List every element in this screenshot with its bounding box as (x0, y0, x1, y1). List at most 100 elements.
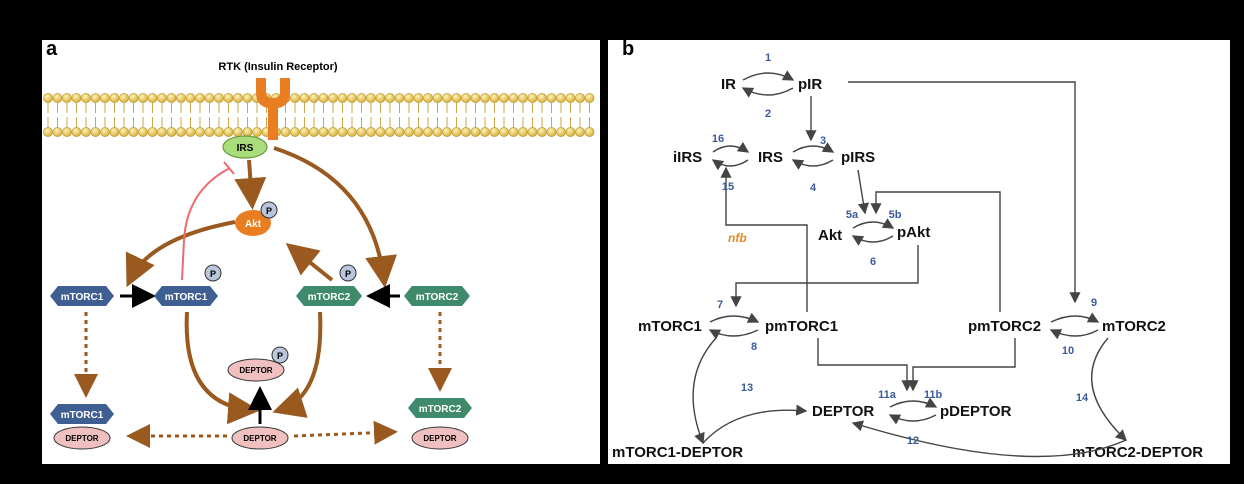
lipid-head (347, 127, 357, 137)
lipid-head (518, 127, 528, 137)
reaction-7: 7 (717, 299, 723, 311)
lipid-head (489, 127, 500, 137)
svg-text:mTORC1: mTORC1 (165, 292, 208, 303)
reaction-12: 12 (907, 435, 919, 447)
lipid-head (394, 127, 405, 137)
lipid-head (328, 127, 338, 137)
cell-membrane (43, 93, 595, 137)
lipid-head (119, 93, 129, 103)
svg-text:P: P (210, 269, 216, 279)
lipid-head (366, 127, 376, 137)
lipid-head (176, 127, 186, 137)
svg-text:mTORC1: mTORC1 (61, 292, 104, 303)
deptor-to-mtorc2-dashed (293, 420, 398, 445)
lipid-head (499, 93, 509, 103)
lipid-head (81, 127, 91, 137)
reaction-1: 1 (765, 52, 771, 64)
lipid-head (309, 93, 319, 103)
reaction-14: 14 (1076, 392, 1089, 404)
lipid-head (109, 127, 120, 137)
lipid-head (214, 93, 224, 103)
svg-text:mTORC2: mTORC2 (308, 292, 351, 303)
lipid-head (480, 127, 490, 137)
lipid-head (423, 93, 433, 103)
svg-text:DEPTOR: DEPTOR (65, 434, 98, 443)
svg-text:P: P (345, 269, 351, 279)
lipid-head (62, 93, 72, 103)
node-pdeptor: pDEPTOR (940, 403, 1012, 420)
lipid-head (556, 127, 566, 137)
node-deptor: DEPTOR (812, 403, 874, 420)
lipid-head (299, 127, 310, 137)
panel-a-diagram: RTK (Insulin Receptor) IRS Akt P (43, 61, 595, 450)
lipid-head (413, 93, 424, 103)
panel-a: RTK (Insulin Receptor) IRS Akt P (42, 40, 600, 464)
reaction-8: 8 (751, 341, 757, 353)
reaction-10: 10 (1062, 345, 1074, 357)
mtorc2-to-deptor-arrow (272, 311, 323, 418)
deptor-phospho-icon (271, 346, 289, 364)
lipid-head (480, 93, 490, 103)
lipid-head (546, 127, 557, 137)
lipid-head (385, 93, 395, 103)
lipid-head (461, 93, 471, 103)
lipid-head (223, 93, 234, 103)
receptor-label: RTK (Insulin Receptor) (218, 61, 338, 73)
node-irs: IRS (758, 149, 783, 166)
reaction-6: 6 (870, 256, 876, 268)
lipid-head (451, 93, 462, 103)
lipid-head (584, 127, 595, 137)
panel-b: IR pIR iIRS IRS pIRS Akt pAkt mTORC1 pmT… (608, 40, 1230, 464)
lipid-head (119, 127, 129, 137)
node-iirs: iIRS (673, 149, 702, 166)
lipid-head (375, 93, 386, 103)
node-pmtorc2: pmTORC2 (968, 318, 1041, 335)
lipid-head (252, 127, 262, 137)
lipid-head (328, 93, 338, 103)
lipid-head (537, 93, 547, 103)
mtorc1-phospho-node: mTORC1 P (154, 264, 222, 306)
reaction-3: 3 (820, 135, 826, 147)
lipid-head (299, 93, 310, 103)
lipid-head (385, 127, 395, 137)
lipid-head (499, 127, 509, 137)
lipid-head (166, 93, 177, 103)
lipid-head (575, 127, 585, 137)
lipid-head (157, 93, 167, 103)
svg-text:P: P (277, 351, 283, 361)
lipid-head (470, 127, 481, 137)
lipid-head (518, 93, 528, 103)
svg-text:DEPTOR: DEPTOR (239, 366, 272, 375)
reaction-2: 2 (765, 108, 771, 120)
lipid-head (366, 93, 376, 103)
insulin-receptor (256, 78, 290, 140)
lipid-head (176, 93, 186, 103)
lipid-head (318, 93, 329, 103)
mtorc1-inhibits-irs (181, 167, 231, 281)
panel-b-diagram: IR pIR iIRS IRS pIRS Akt pAkt mTORC1 pmT… (612, 52, 1203, 461)
lipid-head (147, 127, 158, 137)
lipid-head (52, 127, 63, 137)
irs-node (222, 135, 268, 159)
panel-a-label: a (46, 38, 58, 60)
lipid-head (375, 127, 386, 137)
reaction-4: 4 (810, 182, 817, 194)
lipid-head (100, 127, 110, 137)
lipid-head (214, 127, 224, 137)
lipid-head (318, 127, 329, 137)
mtorc2-phospho-node: mTORC2 P (296, 264, 362, 306)
panel-b-label: b (622, 38, 635, 60)
lipid-head (90, 93, 101, 103)
lipid-head (233, 127, 243, 137)
irs-label: IRS (237, 143, 254, 154)
lipid-head (242, 93, 253, 103)
svg-text:P: P (266, 206, 272, 216)
lipid-head (556, 93, 566, 103)
node-pir: pIR (798, 76, 822, 93)
lipid-head (442, 93, 452, 103)
lipid-head (423, 127, 433, 137)
lipid-head (52, 93, 63, 103)
lipid-head (565, 93, 576, 103)
lipid-head (290, 93, 300, 103)
reaction-15: 15 (722, 181, 734, 193)
